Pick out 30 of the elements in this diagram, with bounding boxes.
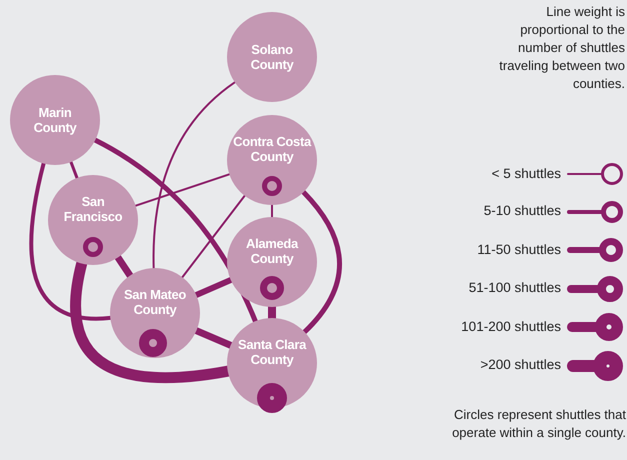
shuttle-route-line (192, 327, 234, 349)
shuttle-ring (83, 237, 103, 257)
note-text: Circles represent shuttles that operate within a single county. (451, 406, 626, 442)
shuttle-route-line (92, 138, 258, 324)
shuttle-route-line (69, 160, 79, 180)
shuttle-ring (260, 276, 284, 300)
shuttle-ring (139, 329, 167, 357)
note-text: Line weight is proportional to the number of shuttles traveling between two counties. (498, 3, 625, 93)
legend-label: 11-50 shuttles (477, 240, 561, 259)
shuttle-route-line (152, 81, 236, 270)
legend-label: 5-10 shuttles (484, 202, 561, 220)
county-name: Solano County (250, 42, 294, 72)
shuttle-route-line (271, 204, 273, 218)
shuttle-route-line (134, 173, 230, 207)
county-name: Marin County (32, 105, 78, 135)
shuttle-route-line (301, 190, 342, 334)
shuttle-route-line (114, 254, 134, 280)
shuttle-ring (257, 383, 287, 413)
legend-label: 51-100 shuttles (468, 279, 561, 298)
county-name: Contra Costa County (232, 134, 312, 164)
county-name: San Francisco (62, 194, 124, 224)
shuttle-route-line (29, 162, 112, 321)
legend-label: >200 shuttles (480, 356, 561, 374)
legend-label: < 5 shuttles (492, 164, 561, 183)
county-name: Santa Clara County (237, 337, 308, 367)
county-name: Alameda County (245, 236, 300, 266)
shuttle-route-line (181, 194, 246, 278)
legend-label: 101-200 shuttles (461, 318, 561, 336)
shuttle-ring (262, 176, 282, 196)
county-name: San Mateo County (122, 287, 188, 317)
